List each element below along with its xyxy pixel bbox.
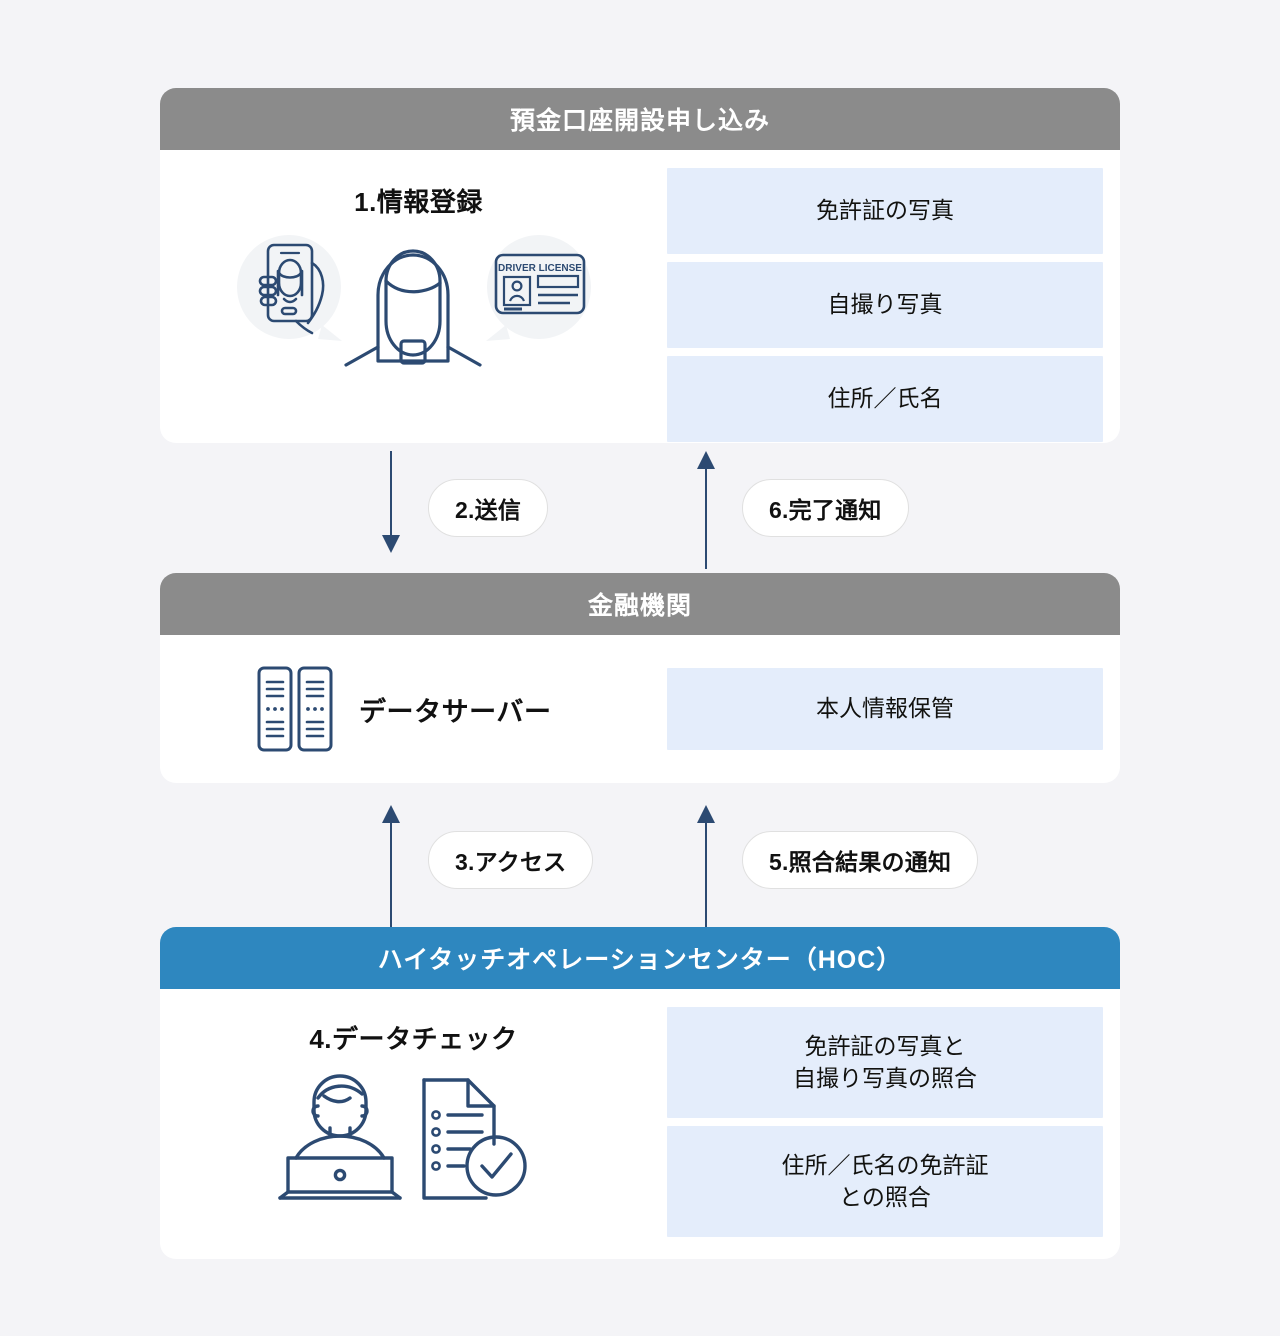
arrow-head-completion-notice bbox=[697, 451, 715, 469]
section-2-left-pane: データサーバー bbox=[160, 635, 667, 783]
arrow-line-access bbox=[390, 823, 392, 927]
arrow-line-completion-notice bbox=[705, 469, 707, 569]
info-block: 住所／氏名の免許証との照合 bbox=[667, 1126, 1103, 1237]
illustration-operator-data-check bbox=[160, 1062, 667, 1212]
connector-label-verification-result-notice: 5.照合結果の通知 bbox=[742, 831, 979, 889]
arrow-head-verification-result-notice bbox=[697, 805, 715, 823]
arrow-line-verification-result-notice bbox=[705, 823, 707, 927]
step-title-data-check: 4.データチェック bbox=[309, 1024, 518, 1054]
info-block: 自撮り写真 bbox=[667, 262, 1103, 348]
phone-selfie-icon bbox=[258, 243, 324, 335]
section-3-left-pane: 4.データチェック bbox=[160, 989, 667, 1212]
connector-label-completion-notice: 6.完了通知 bbox=[742, 479, 909, 537]
arrow-line-send bbox=[390, 451, 392, 539]
section-card-financial-institution: 金融機関 bbox=[160, 573, 1120, 783]
section-card-high-touch-operation-center: ハイタッチオペレーションセンター（HOC） 4.データチェック bbox=[160, 927, 1120, 1259]
connector-top: 2.送信 6.完了通知 bbox=[160, 443, 1120, 573]
section-1-right-pane: 免許証の写真 自撮り写真 住所／氏名 bbox=[667, 150, 1120, 443]
section-card-deposit-account-application: 預金口座開設申し込み 1.情報登録 bbox=[160, 88, 1120, 443]
speech-bubble-phone bbox=[236, 235, 342, 341]
section-header-high-touch-operation-center: ハイタッチオペレーションセンター（HOC） bbox=[160, 927, 1120, 989]
section-3-right-pane: 免許証の写真と自撮り写真の照合 住所／氏名の免許証との照合 bbox=[667, 989, 1120, 1255]
person-figure-icon bbox=[343, 249, 482, 367]
checklist-document-icon bbox=[421, 1078, 527, 1200]
section-body-deposit-account-application: 1.情報登録 bbox=[160, 150, 1120, 443]
connector-label-access: 3.アクセス bbox=[428, 831, 594, 889]
driver-license-icon: DRIVER LICENSE bbox=[494, 253, 585, 315]
info-block: 免許証の写真 bbox=[667, 168, 1103, 254]
section-2-right-pane: 本人情報保管 bbox=[667, 635, 1120, 783]
step-title-information-registration: 1.情報登録 bbox=[354, 187, 483, 217]
ekyc-flow-diagram: 預金口座開設申し込み 1.情報登録 bbox=[160, 88, 1120, 1259]
section-1-left-pane: 1.情報登録 bbox=[160, 150, 667, 385]
illustration-data-server bbox=[255, 664, 335, 754]
info-block: 住所／氏名 bbox=[667, 356, 1103, 442]
connector-label-send: 2.送信 bbox=[428, 479, 549, 537]
arrow-head-access bbox=[382, 805, 400, 823]
driver-license-label: DRIVER LICENSE bbox=[498, 263, 582, 274]
operator-icon bbox=[277, 1074, 402, 1200]
section-body-financial-institution: データサーバー 本人情報保管 bbox=[160, 635, 1120, 783]
arrow-head-send bbox=[382, 535, 400, 553]
section-body-high-touch-operation-center: 4.データチェック bbox=[160, 989, 1120, 1259]
section-header-deposit-account-application: 預金口座開設申し込み bbox=[160, 88, 1120, 150]
illustration-person-registration: DRIVER LICENSE bbox=[160, 225, 667, 385]
step-title-data-server: データサーバー bbox=[359, 696, 552, 727]
info-block: 本人情報保管 bbox=[667, 668, 1103, 750]
connector-bottom: 3.アクセス 5.照合結果の通知 bbox=[160, 783, 1120, 927]
info-block: 免許証の写真と自撮り写真の照合 bbox=[667, 1007, 1103, 1118]
section-header-financial-institution: 金融機関 bbox=[160, 573, 1120, 635]
